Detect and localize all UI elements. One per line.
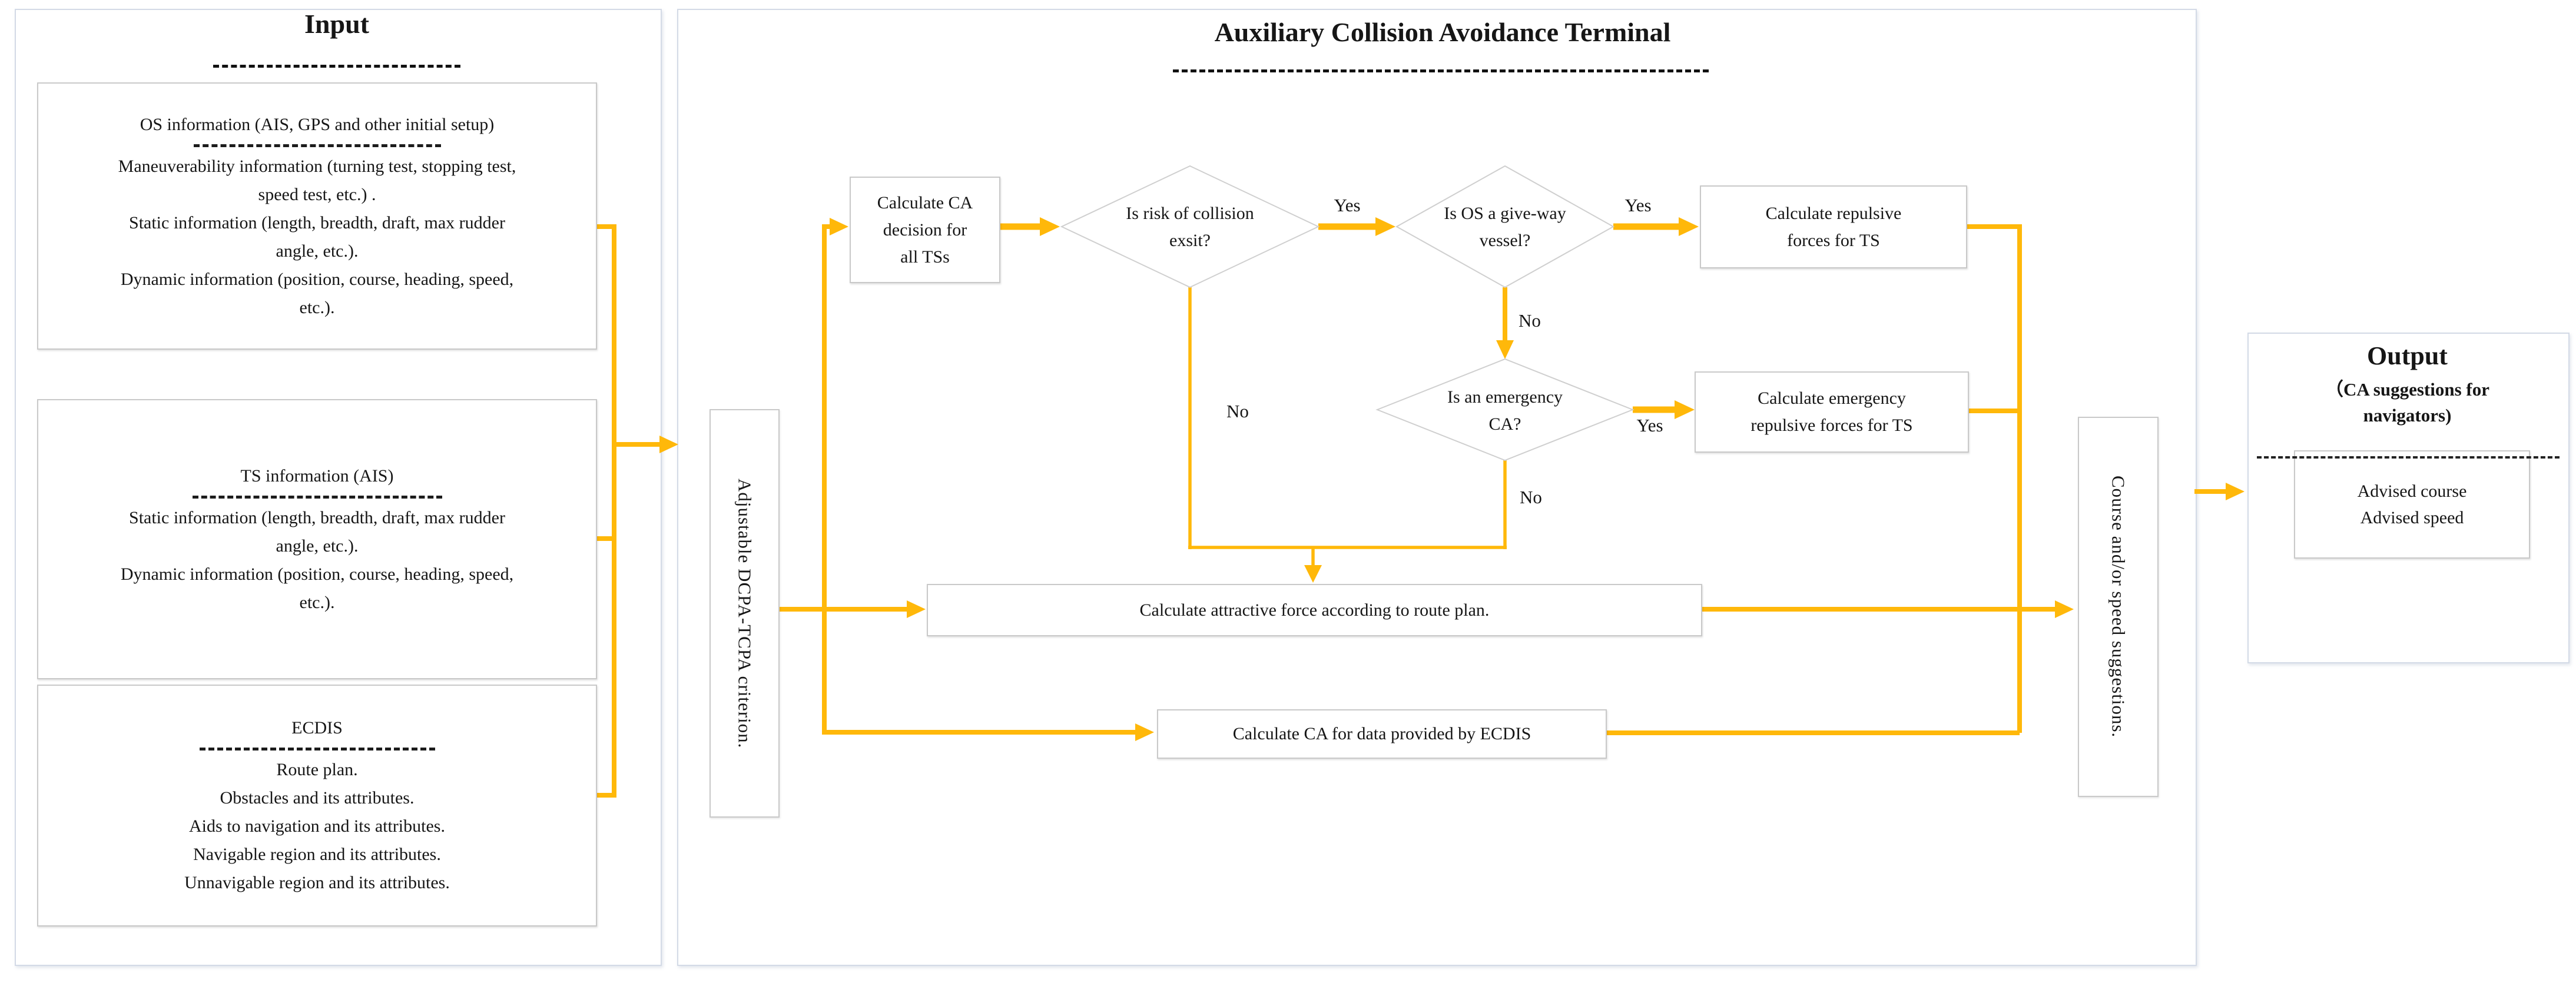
label-yes-risk: Yes — [1334, 195, 1361, 215]
box-line: Dynamic information (position, course, h… — [120, 269, 514, 289]
label-yes-giveway: Yes — [1624, 195, 1652, 215]
terminal-title-dashes — [1173, 69, 1709, 72]
box-line: Advised speed — [2360, 508, 2464, 527]
box-line: Calculate repulsive — [1765, 203, 1902, 223]
ts-information-box: TS information (AIS) Static information … — [37, 399, 597, 679]
dashed-separator — [192, 495, 442, 499]
diamond-line: Is an emergency — [1447, 387, 1563, 407]
emergency-repulsive-box: Calculate emergency repulsive forces for… — [1695, 371, 1969, 453]
box-line: angle, etc.). — [276, 241, 359, 261]
calc-ca-decision-box: Calculate CA decision for all TSs — [850, 177, 1000, 283]
arrowhead-output — [2226, 483, 2245, 500]
box-line: etc.). — [299, 592, 335, 612]
input-title-dashes — [213, 65, 460, 68]
label-no-emergency: No — [1520, 487, 1542, 507]
arrowhead-into-terminal — [659, 436, 678, 453]
calc-ca-ecdis-box: Calculate CA for data provided by ECDIS — [1157, 709, 1607, 759]
terminal-panel — [677, 9, 2197, 966]
adjustable-dcpa-tcpa-label: Adjustable DCPA-TCPA criterion. — [734, 478, 755, 749]
attractive-force-box: Calculate attractive force according to … — [927, 584, 1702, 636]
box-line: ECDIS — [291, 718, 343, 738]
connector-no-join — [1188, 287, 1507, 567]
box-line: decision for — [883, 220, 967, 240]
box-line: Calculate attractive force according to … — [1139, 600, 1490, 620]
box-line: Static information (length, breadth, dra… — [129, 212, 505, 233]
arrowhead-calc-ca — [830, 218, 848, 235]
dashed-separator — [199, 748, 435, 750]
box-line: Obstacles and its attributes. — [220, 788, 415, 808]
box-line: OS information (AIS, GPS and other initi… — [140, 114, 495, 134]
input-title: Input — [304, 9, 369, 39]
arrowhead-repulsive — [1679, 217, 1699, 236]
decision-diamond-risk — [1060, 165, 1320, 288]
box-line: speed test, etc.) . — [258, 184, 376, 204]
box-line: repulsive forces for TS — [1751, 416, 1913, 435]
arrowhead-attractive-top — [1304, 565, 1322, 583]
box-line: Advised course — [2357, 481, 2467, 501]
arrowhead-attractive-left — [907, 600, 926, 618]
decision-diamond-giveway — [1395, 165, 1615, 288]
arrowhead-risk — [1040, 217, 1060, 236]
diamond-giveway-label: Is OS a give-way vessel? — [1417, 194, 1593, 260]
box-line: Calculate CA for data provided by ECDIS — [1232, 724, 1531, 743]
connector-input-merge — [595, 224, 662, 798]
box-line: Calculate CA — [877, 192, 973, 212]
diamond-line: exsit? — [1169, 231, 1211, 250]
box-line: Maneuverability information (turning tes… — [118, 156, 516, 176]
decision-diamond-emergency — [1375, 358, 1635, 461]
connector-collection — [1604, 224, 2056, 735]
output-title: Output — [2367, 341, 2448, 370]
arrowhead-emergency-box — [1675, 400, 1695, 419]
diamond-line: Is OS a give-way — [1444, 204, 1566, 223]
arrowhead-ecdis-box — [1135, 723, 1154, 741]
box-line: TS information (AIS) — [240, 466, 394, 486]
terminal-title: Auxiliary Collision Avoidance Terminal — [1214, 17, 1671, 47]
course-speed-suggestions-box: Course and/or speed suggestions. — [2078, 417, 2159, 797]
diamond-emergency-label: Is an emergency CA? — [1411, 379, 1599, 443]
box-line: Aids to navigation and its attributes. — [189, 816, 445, 836]
diamond-line: vessel? — [1479, 231, 1531, 250]
diamond-line: CA? — [1488, 414, 1521, 434]
connector-criterion-feed — [777, 224, 1138, 735]
box-line: Navigable region and its attributes. — [193, 845, 441, 864]
course-speed-suggestions-label: Course and/or speed suggestions. — [2108, 476, 2129, 738]
advised-box: Advised course Advised speed — [2294, 450, 2530, 559]
box-line: Static information (length, breadth, dra… — [129, 507, 505, 527]
diamond-line: Is risk of collision — [1126, 204, 1254, 223]
box-line: angle, etc.). — [276, 536, 359, 556]
repulsive-forces-box: Calculate repulsive forces for TS — [1700, 185, 1967, 268]
ecdis-box: ECDIS Route plan. Obstacles and its attr… — [37, 685, 597, 926]
box-line: all TSs — [900, 247, 950, 267]
output-dashes — [2257, 456, 2560, 459]
box-line: etc.). — [299, 297, 335, 317]
box-line: Dynamic information (position, course, h… — [120, 564, 514, 584]
arrowhead-emergency-diamond — [1496, 340, 1514, 359]
box-line: Calculate emergency — [1758, 388, 1906, 408]
diamond-risk-label: Is risk of collision exsit? — [1102, 194, 1278, 260]
output-subtitle-line2: navigators) — [2363, 405, 2452, 426]
box-line: forces for TS — [1787, 230, 1880, 250]
arrowhead-course-box — [2055, 600, 2074, 618]
output-subtitle-line1: （CA suggestions for — [2325, 379, 2489, 400]
label-no-risk: No — [1226, 401, 1249, 421]
os-information-box: OS information (AIS, GPS and other initi… — [37, 82, 597, 350]
arrowhead-giveway — [1375, 217, 1395, 236]
label-yes-emergency: Yes — [1636, 415, 1663, 436]
box-line: Route plan. — [276, 760, 358, 779]
dashed-separator — [193, 144, 441, 147]
label-no-giveway: No — [1519, 310, 1541, 331]
adjustable-dcpa-tcpa-box: Adjustable DCPA-TCPA criterion. — [710, 409, 780, 818]
box-line: Unnavigable region and its attributes. — [184, 873, 450, 892]
